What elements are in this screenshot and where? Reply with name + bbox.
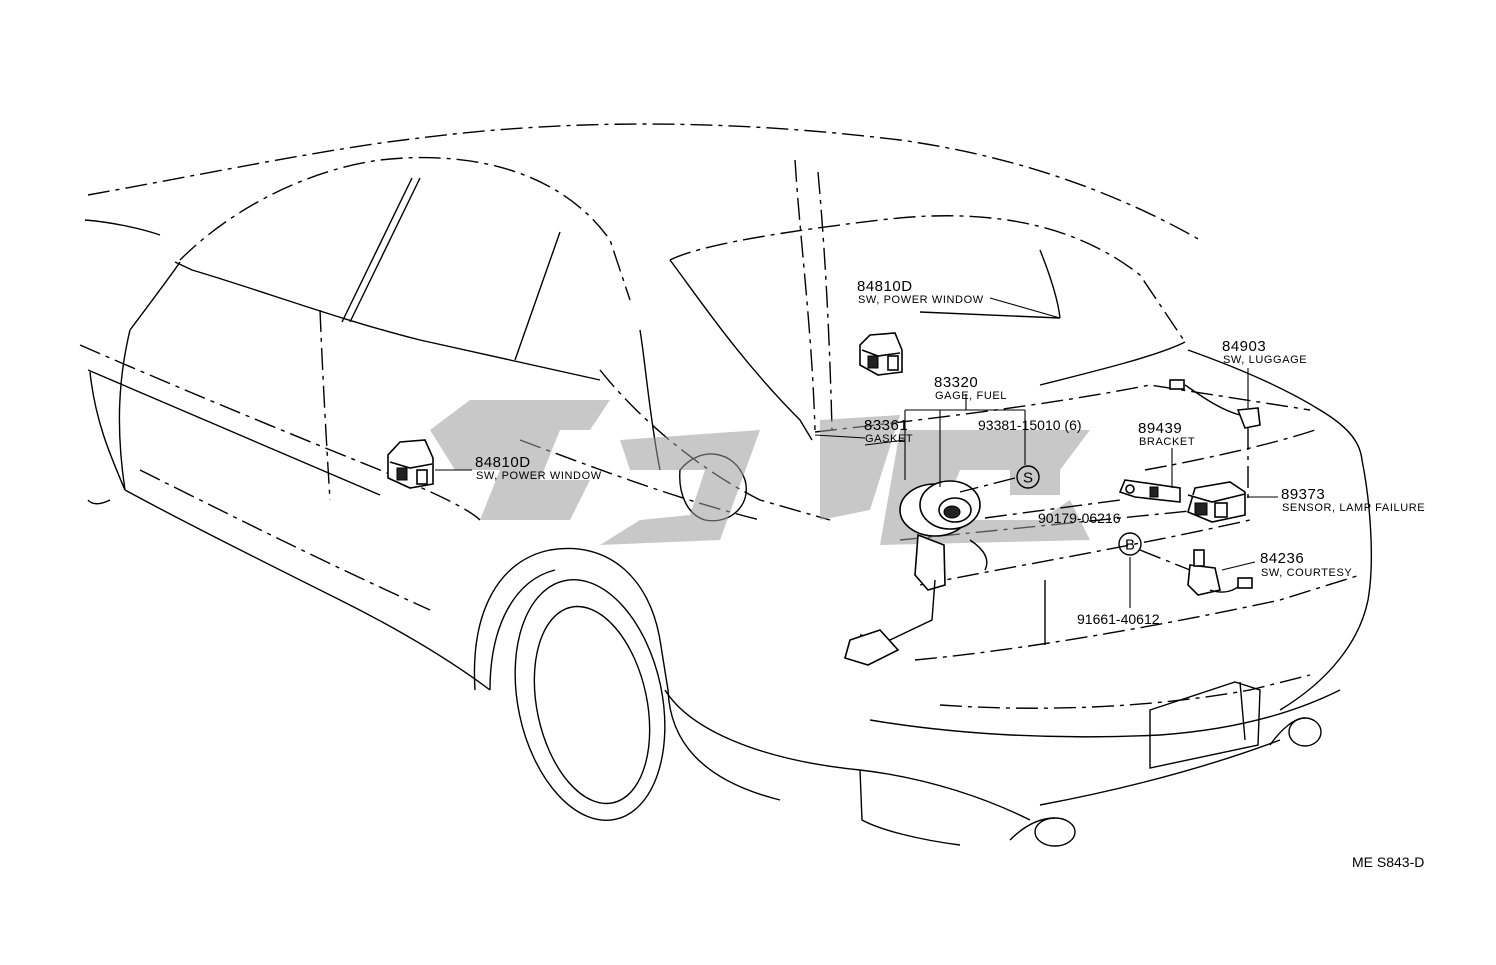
part-number: 83320: [934, 374, 978, 391]
diagram-code: ME S843-D: [1352, 854, 1424, 870]
lamp-failure-sensor: [1187, 481, 1246, 523]
luggage-switch: [1169, 379, 1261, 429]
part-description: SW, COURTESY: [1261, 567, 1352, 579]
marker-s-label: S: [1023, 470, 1033, 487]
power-window-switch-upper: [859, 332, 903, 376]
marker-b-label: B: [1125, 537, 1135, 554]
fuel-gage-sender: [844, 480, 988, 666]
label-84810d-upper: 84810D SW, POWER WINDOW: [857, 278, 984, 306]
part-number: 89373: [1281, 486, 1325, 503]
label-83361: 83361 GASKET: [864, 417, 913, 445]
part-description: SW, LUGGAGE: [1223, 354, 1307, 366]
marker-s: S: [1016, 465, 1040, 489]
label-84903: 84903 SW, LUGGAGE: [1222, 338, 1307, 366]
part-description: GAGE, FUEL: [935, 390, 1007, 402]
part-number: 84903: [1222, 338, 1266, 355]
fastener-code: 93381-15010 (6): [978, 417, 1082, 433]
part-number: 84810D: [857, 278, 913, 295]
part-number: 89439: [1138, 420, 1182, 437]
label-89439: 89439 BRACKET: [1138, 420, 1195, 448]
part-description: GASKET: [865, 433, 913, 445]
label-84236: 84236 SW, COURTESY: [1260, 550, 1352, 579]
label-84810d-lower: 84810D SW, POWER WINDOW: [475, 454, 602, 482]
part-description: SW, POWER WINDOW: [476, 470, 602, 482]
part-number: 84810D: [475, 454, 531, 471]
fastener-code: 90179-06216: [1038, 510, 1121, 526]
part-description: SW, POWER WINDOW: [858, 294, 984, 306]
label-89373: 89373 SENSOR, LAMP FAILURE: [1281, 486, 1425, 514]
part-number: 84236: [1260, 550, 1304, 567]
courtesy-switch: [1187, 549, 1253, 596]
bracket: [1118, 479, 1181, 503]
fastener-code: 91661-40612: [1077, 611, 1160, 627]
part-description: BRACKET: [1139, 436, 1195, 448]
part-description: SENSOR, LAMP FAILURE: [1282, 502, 1425, 514]
label-83320: 83320 GAGE, FUEL: [934, 374, 1007, 402]
leader-lines: [435, 297, 1278, 608]
marker-b: B: [1118, 532, 1142, 556]
power-window-switch-lower: [387, 439, 434, 489]
part-number: 83361: [864, 417, 908, 434]
